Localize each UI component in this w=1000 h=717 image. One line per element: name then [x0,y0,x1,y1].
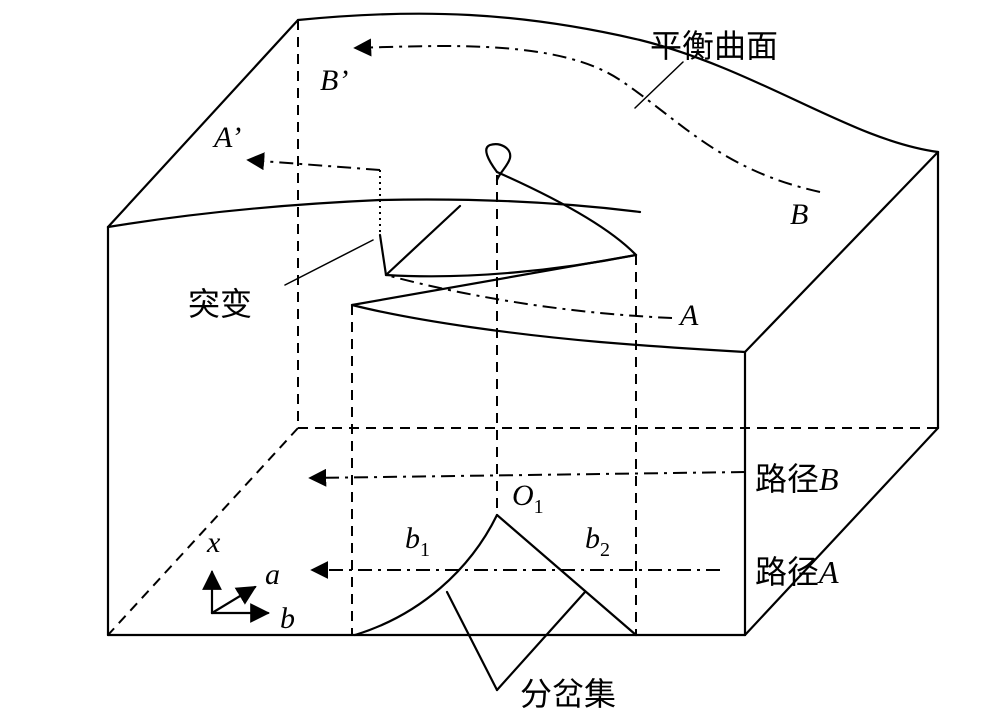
point-b-label: B [790,198,808,231]
point-a-prime-label: A’ [212,121,241,154]
box-frame [106,12,940,637]
base-path-b [308,468,746,487]
point-b-prime-label: B’ [320,64,348,97]
o1-sub: 1 [534,496,544,518]
catastrophe-label: 突变 [188,285,252,323]
leader-lines [284,61,684,286]
surface-back-edge [296,12,940,154]
b2-sub: 2 [600,539,610,561]
surface-front-edge-upper [378,198,642,214]
surface-right-edge [743,150,940,354]
axis-b-label: b [280,602,295,635]
bifurcation-pointer-right [495,590,587,692]
path-a-prefix: 路径 [755,553,819,591]
surface-paths [246,38,821,319]
path-b-label: 路径B [755,460,839,498]
fold-right-curve [495,170,638,257]
path-a-var: A [817,554,839,590]
axis-triad: x a b [202,526,295,635]
hidden-left-bottom [107,427,299,636]
surface-path-b [353,38,821,193]
leader-catastrophe [284,239,374,286]
folded-surface [106,143,747,354]
o1-label: O1 [512,479,544,518]
base-plane [308,468,746,692]
catastrophe-jump-line [378,233,388,277]
path-b-prefix: 路径 [755,460,819,498]
leader-equilibrium-surface [634,61,684,109]
surface-left-edge [106,18,300,229]
path-a-label: 路径A [755,553,839,591]
bifurcation-pointer-left [445,590,499,692]
axis-a-label: a [265,558,280,591]
surface-front-edge-left [106,198,382,229]
bifurcation-right-curve [495,513,638,637]
box-hidden-edges [107,20,938,636]
axis-a-arrow [210,585,257,615]
fold-middle-line [384,253,638,278]
b2-label: b2 [585,522,610,561]
point-a-label: A [678,299,699,332]
b1-sub: 1 [420,539,430,561]
surface-path-a-upper [246,152,381,171]
b1-label: b1 [405,522,430,561]
projection-lines [351,175,637,635]
bottom-right-edge [743,426,940,637]
path-b-var: B [819,461,839,497]
surface-path-a-lower [385,274,673,319]
equilibrium-surface-label: 平衡曲面 [650,27,778,65]
bifurcation-left-curve [353,513,499,637]
bifurcation-set-label: 分岔集 [520,675,616,713]
surface-front-edge-lower [350,303,747,354]
b2-main: b [585,522,600,555]
b1-main: b [405,522,420,555]
text-labels: 平衡曲面 突变 分岔集 路径B 路径A A A’ B B’ O1 b1 b2 [188,27,839,713]
o1-main: O [512,479,534,512]
fold-cusp-loop [485,143,512,182]
axis-x-label: x [206,526,221,559]
fold-upper-line [384,204,462,277]
fold-lower-line [350,253,638,307]
